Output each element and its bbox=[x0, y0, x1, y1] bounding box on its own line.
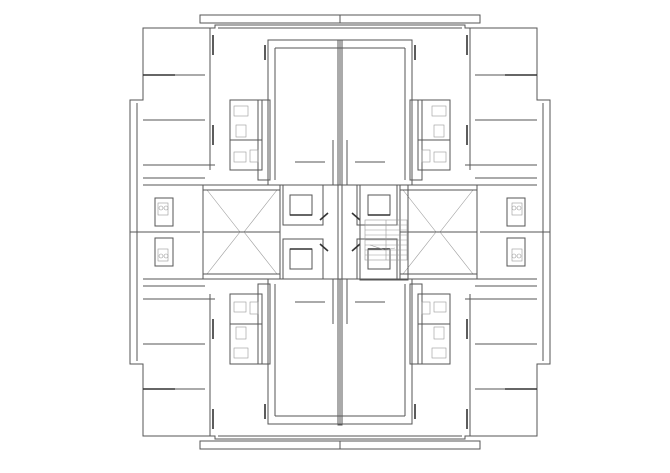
quadrant-bottom-left bbox=[129, 231, 341, 450]
quadrant-top-left bbox=[129, 14, 341, 233]
central-walls bbox=[337, 39, 343, 426]
staircase bbox=[359, 184, 409, 281]
quadrant-top-right bbox=[339, 14, 551, 233]
quadrant-bottom-right bbox=[339, 231, 551, 450]
